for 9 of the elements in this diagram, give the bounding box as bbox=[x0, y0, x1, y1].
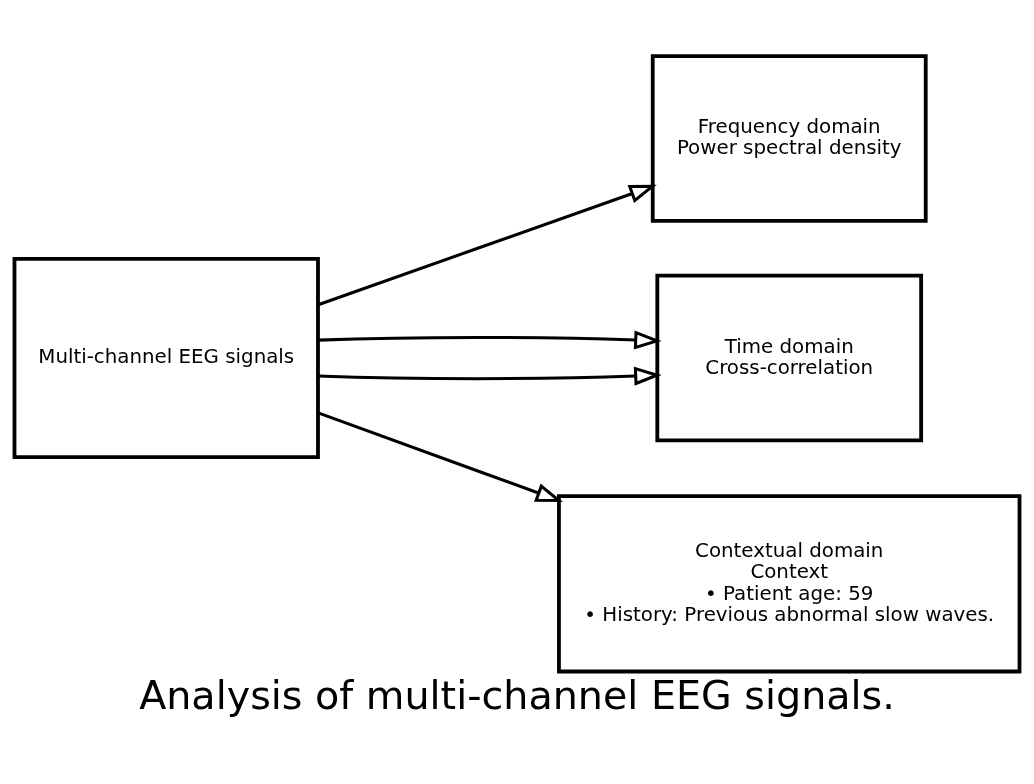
node-box: Contextual domain Context • Patient age: 59 • History: Previous abnormal slow waves. bbox=[557, 494, 1022, 674]
arrow bbox=[318, 330, 662, 350]
arrow bbox=[318, 366, 662, 386]
node-box: Multi-channel EEG signals bbox=[12, 257, 320, 460]
caption: Analysis of multi-channel EEG signals. bbox=[139, 672, 895, 719]
arrow bbox=[317, 411, 564, 503]
node-box: Frequency domain Power spectral density bbox=[650, 54, 928, 223]
node-box: Time domain Cross-correlation bbox=[655, 273, 924, 443]
arrow bbox=[317, 184, 657, 307]
